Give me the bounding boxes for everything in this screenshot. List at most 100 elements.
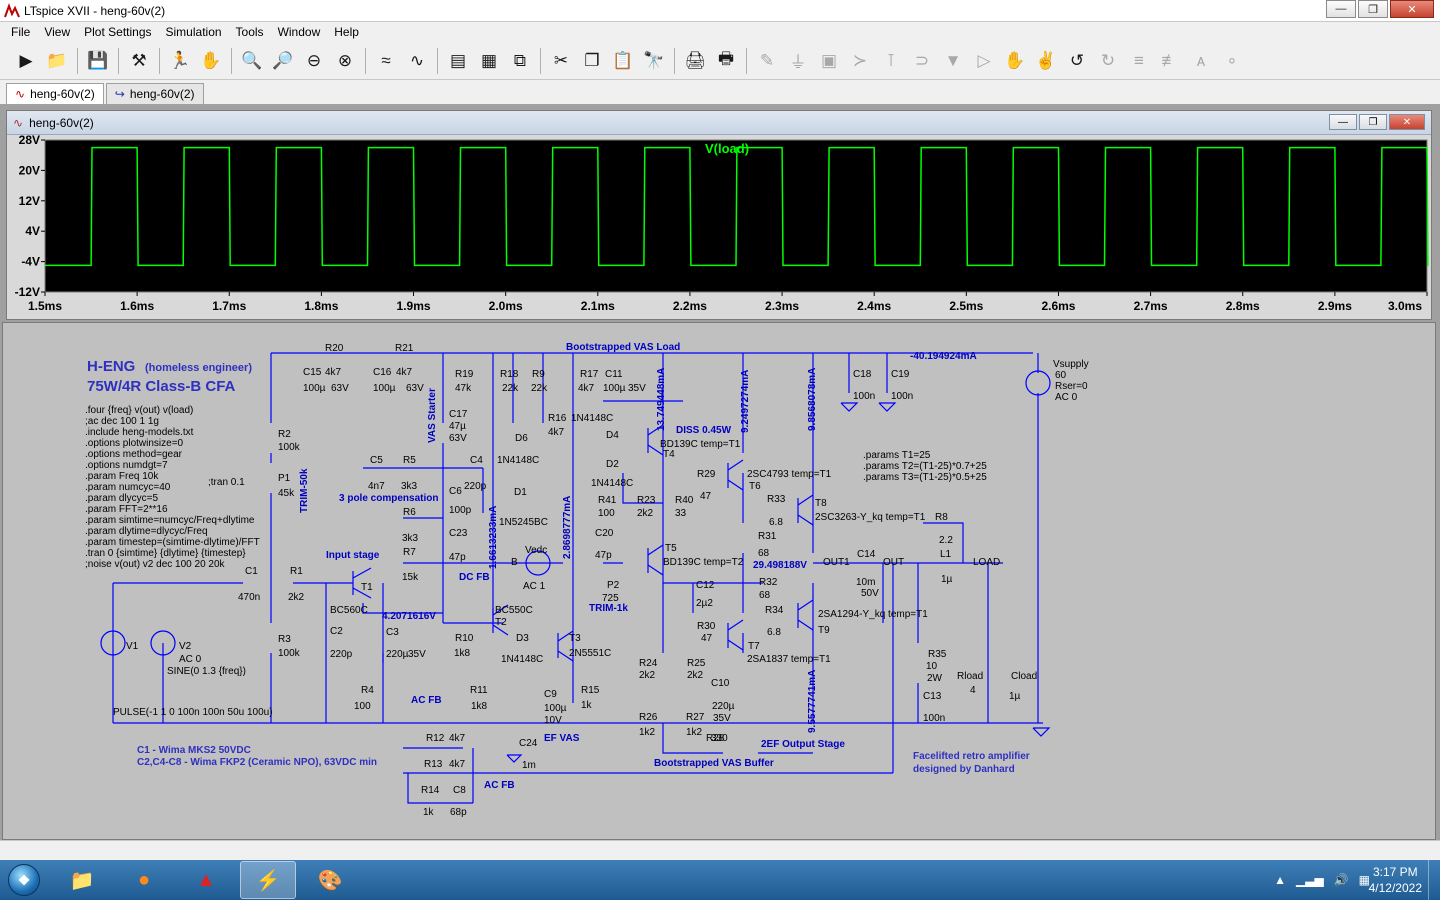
rotate-icon[interactable]: ≡ bbox=[1134, 50, 1144, 70]
show-desktop-button[interactable] bbox=[1428, 860, 1440, 900]
component-label: 100 bbox=[598, 508, 615, 519]
paste-icon[interactable]: 📋 bbox=[612, 50, 634, 70]
drag-hand-icon[interactable]: ✌ bbox=[1035, 50, 1057, 70]
zoom-fit-icon[interactable]: ⊗ bbox=[337, 50, 353, 70]
sub-minimize-button[interactable]: — bbox=[1329, 114, 1357, 130]
component-label: 35V bbox=[713, 713, 731, 724]
label-net-icon[interactable]: ▣ bbox=[820, 50, 838, 70]
component-label: C13 bbox=[923, 691, 942, 702]
menu-file[interactable]: File bbox=[11, 25, 31, 39]
component-label: C4 bbox=[470, 455, 483, 466]
toolbar-separator bbox=[674, 47, 675, 74]
print-icon[interactable]: 🖨 bbox=[684, 50, 706, 70]
trace-v-load[interactable] bbox=[45, 146, 1429, 267]
x-tick-label: 2.8ms bbox=[1226, 299, 1260, 313]
move-hand-icon[interactable]: ✋ bbox=[1004, 50, 1026, 70]
open-folder-icon[interactable]: 📁 bbox=[46, 50, 68, 70]
menu-plot-settings[interactable]: Plot Settings bbox=[84, 25, 152, 39]
taskbar-paint[interactable]: 🎨 bbox=[302, 861, 358, 899]
component-label: 2W bbox=[927, 673, 943, 684]
tab-waveform[interactable]: ∿ heng-60v(2) bbox=[6, 83, 104, 104]
cut-icon[interactable]: ✂ bbox=[553, 50, 569, 70]
redo-icon[interactable]: ↻ bbox=[1100, 50, 1116, 70]
component-label: R23 bbox=[637, 495, 656, 506]
autorange-icon[interactable]: ≈ bbox=[381, 50, 391, 70]
x-tick-label: 1.5ms bbox=[28, 299, 62, 313]
sub-maximize-button[interactable]: ❐ bbox=[1359, 114, 1387, 130]
y-tick-label: 20V bbox=[19, 163, 40, 177]
mirror-icon[interactable]: ≢ bbox=[1161, 50, 1179, 70]
taskbar-ltspice[interactable]: ⚡ bbox=[240, 861, 296, 899]
schematic-window[interactable]: H-ENG(homeless engineer)75W/4R Class-B C… bbox=[2, 322, 1436, 840]
notification-icon[interactable]: ▦ bbox=[1358, 873, 1370, 887]
component-label: 47µ bbox=[449, 421, 466, 432]
run-icon[interactable]: 🏃 bbox=[169, 50, 191, 70]
volume-icon[interactable]: 🔊 bbox=[1333, 873, 1349, 887]
component-label: 4k7 bbox=[548, 427, 565, 438]
component-label: 1N4148C bbox=[571, 413, 613, 424]
component-label: 6.8 bbox=[767, 627, 781, 638]
component-label: R29 bbox=[697, 469, 716, 480]
print-setup-icon[interactable]: 🖶 bbox=[717, 49, 735, 68]
diode-icon[interactable]: ▼ bbox=[944, 50, 962, 70]
minimize-button[interactable]: — bbox=[1326, 0, 1356, 18]
control-panel-icon[interactable]: ⚒ bbox=[131, 50, 147, 70]
ground-icon[interactable]: ⏚ bbox=[789, 53, 807, 72]
text-icon[interactable]: ᴀ bbox=[1196, 50, 1206, 70]
spice-directive: .param simtime=numcyc/Freq+dlytime bbox=[85, 515, 255, 526]
fft-icon[interactable]: ∿ bbox=[409, 50, 425, 70]
zoom-in-icon[interactable]: 🔍 bbox=[241, 50, 263, 70]
trace-label[interactable]: V(load) bbox=[705, 141, 749, 156]
copy-icon[interactable]: ❐ bbox=[584, 50, 600, 70]
tile-vertical-icon[interactable]: ▦ bbox=[480, 50, 498, 70]
zoom-pan-icon[interactable]: 🔎 bbox=[272, 50, 294, 70]
clock-date: 4/12/2022 bbox=[1368, 881, 1422, 895]
component-label: C14 bbox=[857, 549, 876, 560]
toolbar-separator bbox=[159, 47, 160, 74]
menu-view[interactable]: View bbox=[44, 25, 71, 39]
clock[interactable]: 3:17 PM 4/12/2022 bbox=[1369, 864, 1422, 896]
menu-tools[interactable]: Tools bbox=[235, 25, 264, 39]
component-label: 63V bbox=[449, 433, 467, 444]
taskbar-firefox[interactable]: ● bbox=[116, 861, 172, 899]
close-button[interactable]: ✕ bbox=[1390, 0, 1434, 18]
component-label: 2SA1294-Y_kq temp=T1 bbox=[818, 609, 928, 620]
menu-help[interactable]: Help bbox=[334, 25, 359, 39]
network-icon[interactable]: ▁▃▅ bbox=[1296, 873, 1324, 887]
tile-horizontal-icon[interactable]: ▤ bbox=[449, 50, 467, 70]
save-icon[interactable]: 💾 bbox=[87, 50, 109, 70]
spice-directive: ;noise v(out) v2 dec 100 20 20k bbox=[85, 559, 226, 570]
menu-simulation[interactable]: Simulation bbox=[165, 25, 222, 39]
draw-wire-icon[interactable]: ✎ bbox=[759, 50, 775, 70]
capacitor-icon[interactable]: ⊺ bbox=[886, 50, 896, 70]
zoom-out-icon[interactable]: ⊖ bbox=[306, 50, 322, 70]
sub-close-button[interactable]: ✕ bbox=[1389, 114, 1425, 130]
inductor-icon[interactable]: ⊃ bbox=[914, 50, 930, 70]
undo-icon[interactable]: ↺ bbox=[1069, 50, 1085, 70]
tray-expand-icon[interactable]: ▲ bbox=[1274, 873, 1287, 887]
component-label: Rload bbox=[957, 671, 983, 682]
cascade-icon[interactable]: ⧉ bbox=[513, 50, 527, 70]
resistor-icon[interactable]: ≻ bbox=[852, 50, 868, 70]
component-label: R5 bbox=[403, 455, 416, 466]
start-button[interactable]: ❖ bbox=[0, 860, 48, 900]
component-label: 470n bbox=[238, 592, 260, 603]
find-icon[interactable]: 🔭 bbox=[643, 50, 665, 70]
schematic-canvas[interactable]: H-ENG(homeless engineer)75W/4R Class-B C… bbox=[3, 323, 1435, 839]
taskbar-acrobat[interactable]: ▲ bbox=[178, 861, 234, 899]
maximize-button[interactable]: ❐ bbox=[1358, 0, 1388, 18]
halt-hand-icon[interactable]: ✋ bbox=[200, 50, 222, 70]
taskbar: ❖ 📁 ● ▲ ⚡ 🎨 ▲ ▁▃▅ 🔊 ▦ 3:17 PM 4/12/2022 bbox=[0, 860, 1440, 900]
tab-schematic[interactable]: ↪ heng-60v(2) bbox=[105, 83, 204, 104]
taskbar-explorer[interactable]: 📁 bbox=[54, 861, 110, 899]
spice-directive-icon[interactable]: ∘ bbox=[1226, 50, 1238, 70]
menu-window[interactable]: Window bbox=[277, 25, 321, 39]
component-label: R4 bbox=[361, 685, 374, 696]
node-annotation: 2.8698777mA bbox=[562, 496, 573, 559]
component-label: 100µ bbox=[603, 383, 626, 394]
component-icon[interactable]: ▷ bbox=[977, 50, 991, 70]
component-label: C23 bbox=[449, 528, 468, 539]
toolbar-separator bbox=[231, 47, 232, 74]
new-schematic-icon[interactable]: ▶ bbox=[19, 50, 33, 70]
